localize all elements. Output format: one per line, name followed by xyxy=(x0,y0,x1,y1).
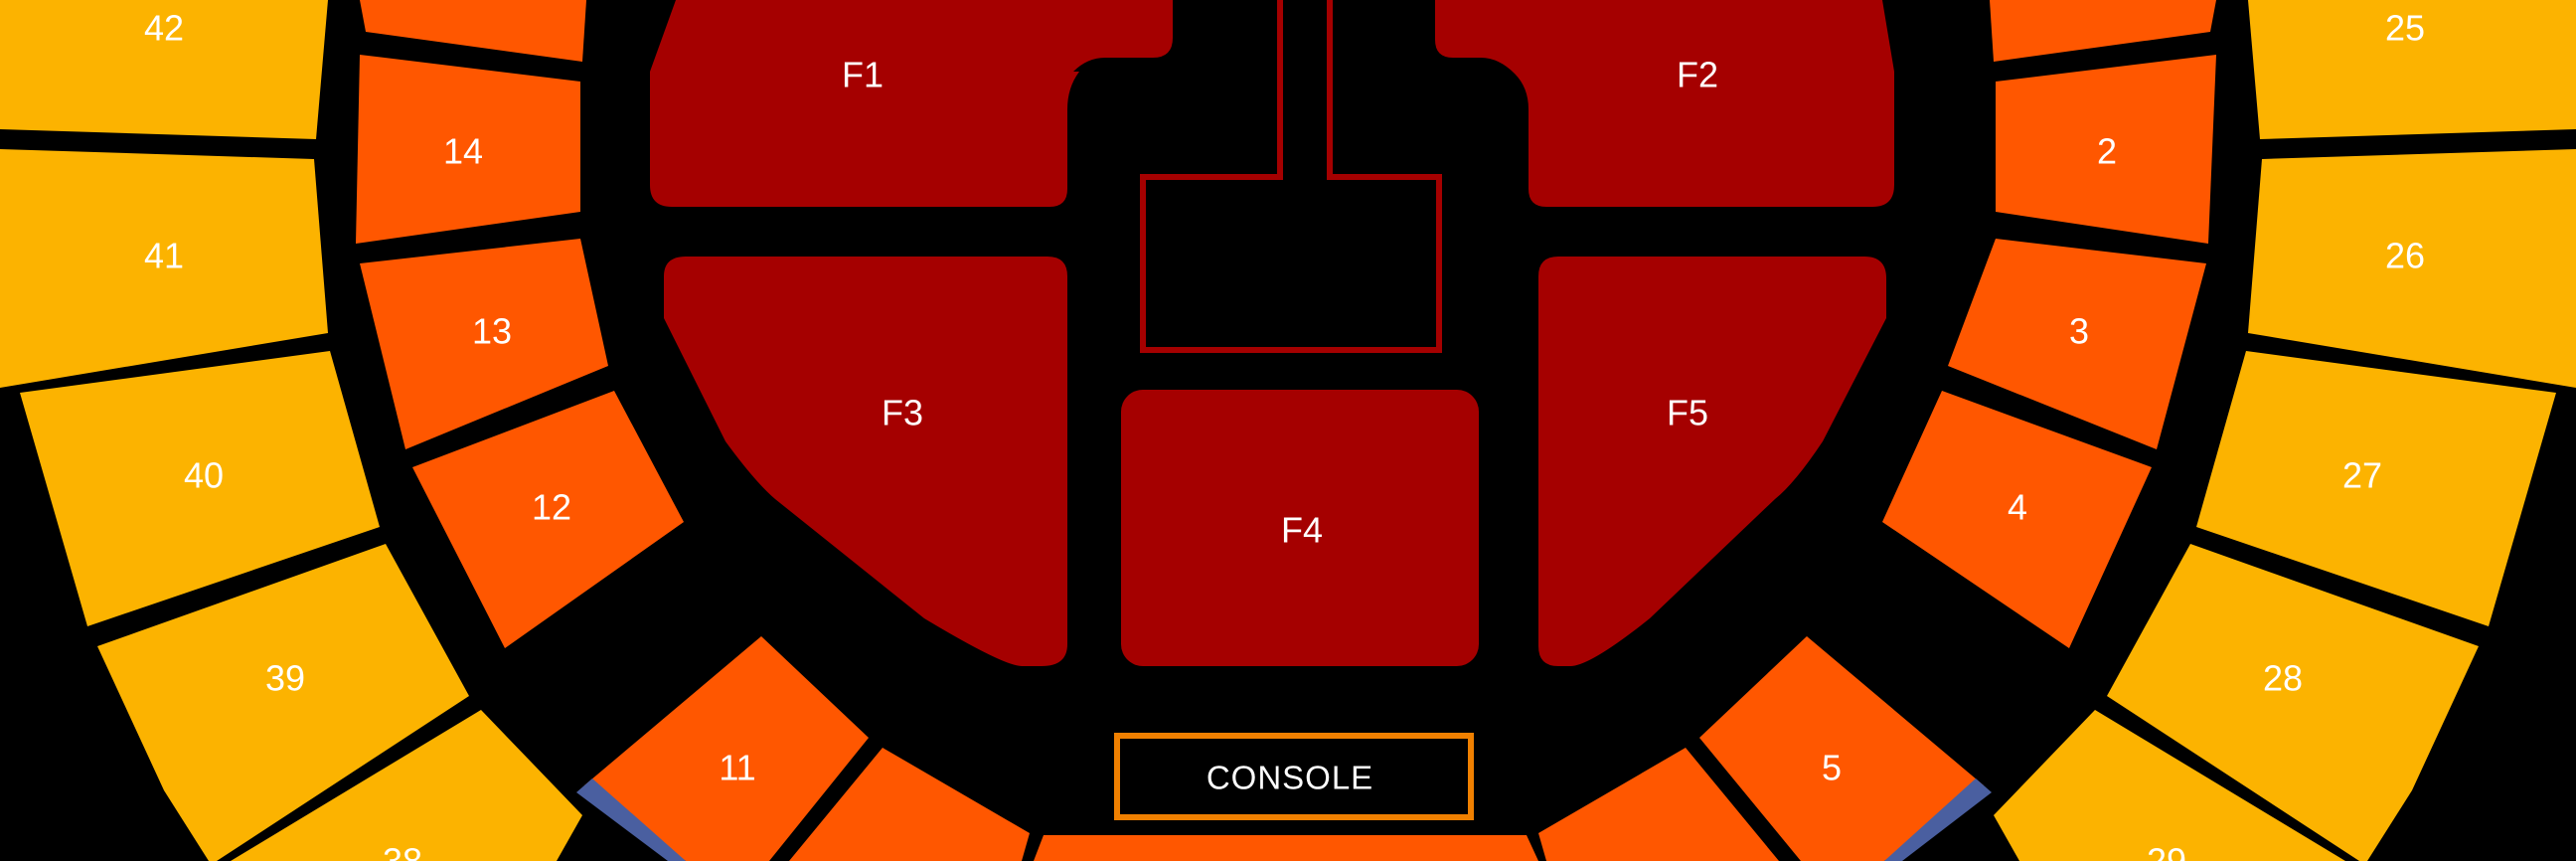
section-F2[interactable]: F2 xyxy=(1435,0,1894,207)
section-F1[interactable]: F1 xyxy=(650,0,1173,207)
section-F4-label: F4 xyxy=(1281,510,1323,551)
section-13-label: 13 xyxy=(472,311,512,352)
lower-tier-right: 2 3 4 5 xyxy=(1538,0,2216,861)
section-13[interactable]: 13 xyxy=(360,239,608,449)
section-12[interactable]: 12 xyxy=(412,391,684,648)
section-38[interactable]: 38 xyxy=(231,710,582,861)
section-28-label: 28 xyxy=(2263,658,2303,699)
section-lower-bottom-right[interactable] xyxy=(1538,748,1779,861)
section-42[interactable]: 42 xyxy=(0,0,328,139)
upper-tier-left: 42 41 40 39 38 xyxy=(0,0,582,861)
section-41-label: 41 xyxy=(144,236,184,276)
section-5[interactable]: 5 xyxy=(1699,636,1984,861)
section-38-label: 38 xyxy=(383,841,422,861)
upper-tier-right: 25 26 27 28 29 xyxy=(1994,0,2576,861)
aisle-accent-right xyxy=(1884,778,1992,861)
section-25[interactable]: 25 xyxy=(2248,0,2576,139)
aisle-accent-left xyxy=(576,778,686,861)
console-label: CONSOLE xyxy=(1207,760,1373,796)
section-14[interactable]: 14 xyxy=(356,55,580,244)
section-lower-bottom-center[interactable] xyxy=(1034,835,1538,861)
section-F3-label: F3 xyxy=(882,393,923,433)
section-5-label: 5 xyxy=(1822,748,1842,788)
section-F5[interactable]: F5 xyxy=(1538,257,1886,666)
section-F1-label: F1 xyxy=(842,55,884,95)
section-F3[interactable]: F3 xyxy=(664,257,1067,666)
section-12-label: 12 xyxy=(532,487,571,528)
section-2[interactable]: 2 xyxy=(1996,55,2216,244)
console: CONSOLE xyxy=(1114,733,1474,820)
console-box xyxy=(1114,733,1474,820)
section-42-label: 42 xyxy=(144,8,184,49)
section-29[interactable]: 29 xyxy=(1994,710,2345,861)
section-39-label: 39 xyxy=(265,658,305,699)
section-F2-label: F2 xyxy=(1677,55,1718,95)
section-25-label: 25 xyxy=(2385,8,2425,49)
section-27-label: 27 xyxy=(2342,455,2382,496)
section-lower-top-left[interactable] xyxy=(360,0,586,62)
section-11-label: 11 xyxy=(719,748,755,788)
section-14-label: 14 xyxy=(443,131,483,172)
section-29-label: 29 xyxy=(2147,841,2186,861)
section-39[interactable]: 39 xyxy=(97,544,469,861)
section-4[interactable]: 4 xyxy=(1882,391,2152,648)
section-F4[interactable]: F4 xyxy=(1121,390,1479,666)
section-26[interactable]: 26 xyxy=(2248,149,2576,388)
floor-sections: F1 F2 F3 F4 F5 xyxy=(650,0,1894,666)
section-27[interactable]: 27 xyxy=(2196,351,2556,626)
lower-tier-left: 14 13 12 11 xyxy=(356,0,1030,861)
section-40-label: 40 xyxy=(184,455,224,496)
section-41[interactable]: 41 xyxy=(0,149,328,388)
section-26-label: 26 xyxy=(2385,236,2425,276)
section-4-label: 4 xyxy=(2008,487,2027,528)
section-28[interactable]: 28 xyxy=(2107,544,2479,861)
section-11[interactable]: 11 xyxy=(584,636,869,861)
stage-outline xyxy=(1140,0,1442,353)
section-F5-label: F5 xyxy=(1667,393,1708,433)
section-2-label: 2 xyxy=(2097,131,2117,172)
section-40[interactable]: 40 xyxy=(20,351,380,626)
section-3-label: 3 xyxy=(2069,311,2089,352)
section-3[interactable]: 3 xyxy=(1948,239,2206,449)
section-lower-top-right[interactable] xyxy=(1990,0,2216,62)
section-lower-bottom-left[interactable] xyxy=(789,748,1030,861)
